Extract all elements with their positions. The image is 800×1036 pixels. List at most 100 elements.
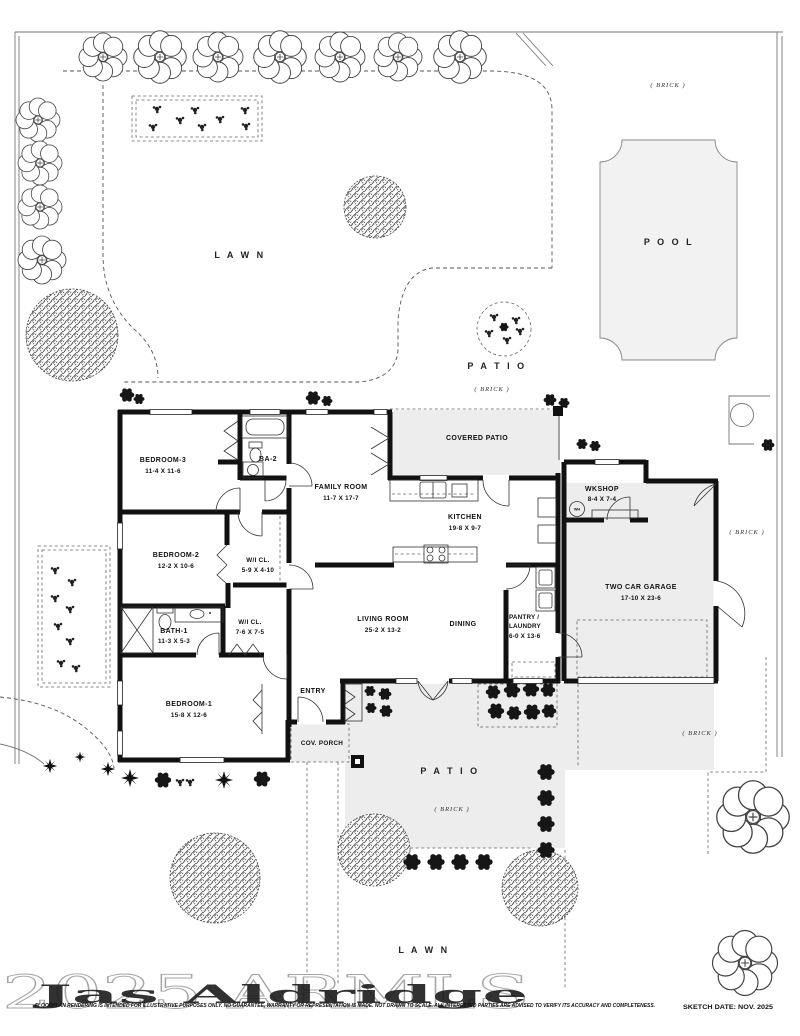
tree-icon (501, 849, 579, 927)
room-label-dining: DINING (450, 621, 477, 628)
room-dims-living: 25-2 X 13-2 (365, 627, 401, 634)
shrub-icon (761, 439, 775, 451)
room-dims-bedroom2: 12-2 X 10-6 (158, 563, 194, 570)
refrigerator (537, 497, 557, 518)
workbench (591, 509, 639, 519)
watermark-name-text: Jas Aldridge (32, 980, 528, 1009)
room-label-garage: TWO CAR GARAGE (605, 584, 677, 591)
shrub-icon (543, 394, 557, 406)
kitchen-island (392, 546, 478, 563)
patio-label-bottom: P A T I O (420, 766, 479, 776)
plant-icon (515, 327, 525, 336)
room-label-bath1: BATH-1 (160, 628, 188, 635)
dryer (535, 589, 556, 612)
water-heater (569, 501, 585, 517)
shrub-icon (253, 771, 271, 787)
utility-circle (730, 403, 754, 427)
toilet (156, 606, 174, 614)
plant-icon (215, 771, 233, 789)
room-dims-garage: 17-10 X 23-6 (621, 595, 661, 602)
shrub-icon (499, 322, 509, 332)
plant-icon (175, 778, 185, 787)
disclaimer-text: FLOORPLAN RENDERING IS INTENDED FOR ILLU… (35, 1003, 655, 1009)
gate-diagonal (515, 32, 554, 67)
water-heater-label: WH (574, 508, 581, 512)
sketch-date-text: SKETCH DATE: NOV. 2025 (683, 1004, 773, 1011)
room-dims-bath1: 11-3 X 5-3 (158, 638, 190, 645)
pool-label: P O O L (644, 237, 694, 247)
bush-icon (133, 30, 187, 84)
room-dims-bedroom1: 15-8 X 12-6 (171, 712, 207, 719)
plant-icon (71, 664, 81, 673)
plant-icon (484, 329, 494, 338)
bush-icon (17, 184, 63, 230)
garage-door (577, 677, 715, 684)
tree-icon (169, 832, 261, 924)
shrub-icon (576, 439, 588, 449)
doors-and-closets (196, 420, 746, 734)
shrub-icon (589, 441, 601, 451)
vanity (174, 606, 224, 623)
plant-icon (489, 313, 499, 322)
bush-icon (17, 140, 63, 186)
room-label-kitchen: KITCHEN (448, 514, 482, 521)
walkway-edges (306, 762, 339, 986)
property-boundary (14, 31, 783, 764)
room-dims-wkshop: 8-4 X 7-4 (588, 496, 617, 503)
utility-enclosure (728, 395, 770, 445)
lawn-label-top: L A W N (214, 250, 265, 260)
pool-brick-label: ( BRICK ) (650, 82, 685, 89)
shrub-icon (427, 854, 445, 870)
flower-bed-top (131, 95, 263, 142)
plant-icon (241, 122, 251, 131)
tree-icon (337, 813, 411, 887)
plant-icon (148, 123, 158, 132)
plant-icon (240, 106, 250, 115)
shrub-icon (154, 772, 172, 788)
watermark-year-text: 2025 ARMLS (2, 965, 530, 1019)
room-label-covered-patio: COVERED PATIO (446, 435, 508, 442)
toilet (248, 441, 263, 449)
bush-icon (78, 32, 128, 82)
room-dims-pantry: 6-0 X 13-6 (509, 633, 541, 640)
cabinet (537, 524, 557, 544)
garage-surface (566, 483, 714, 678)
plant-icon (502, 336, 512, 345)
site-labels: L A W N P O O L ( BRICK ) P A T I O ( BR… (214, 82, 764, 955)
pool-shape (599, 139, 738, 361)
site-structures (351, 395, 770, 768)
room-label-wicl-small: W/I CL. (246, 557, 269, 564)
patio-post (553, 406, 563, 416)
shrub-icon (133, 394, 145, 404)
brick-label-side: ( BRICK ) (729, 529, 764, 536)
bush-icon (192, 31, 244, 83)
plant-icon (65, 605, 75, 614)
bush-icon (253, 30, 307, 84)
room-dims-kitchen: 19-8 X 9-7 (449, 525, 482, 532)
plant-icon (56, 659, 66, 668)
room-label-entry: ENTRY (300, 688, 325, 695)
plant-icon (100, 761, 116, 777)
porch-surface (291, 724, 349, 762)
house-walls (117, 409, 719, 763)
fixtures: WH (120, 415, 639, 678)
room-label-bedroom3: BEDROOM-3 (140, 457, 186, 464)
bush-icon (15, 97, 61, 143)
plant-icon (190, 106, 200, 115)
plant-icon (53, 622, 63, 631)
shrub-icon (305, 391, 321, 405)
room-dims-bedroom3: 11-4 X 11-6 (145, 468, 181, 475)
plant-icon (185, 778, 195, 787)
kitchen-counter (389, 479, 479, 502)
patio-label-top: P A T I O (467, 361, 526, 371)
plant-icon (152, 105, 162, 114)
pantry-shelves (511, 661, 556, 678)
lawn-label-bottom: L A W N (398, 945, 449, 955)
plant-icon (215, 115, 225, 124)
bathtub (241, 415, 289, 439)
plant-icon (50, 594, 60, 603)
room-label-living: LIVING ROOM (357, 616, 408, 623)
brick-label-driveway: ( BRICK ) (682, 730, 717, 737)
shrub-icon (475, 854, 493, 870)
